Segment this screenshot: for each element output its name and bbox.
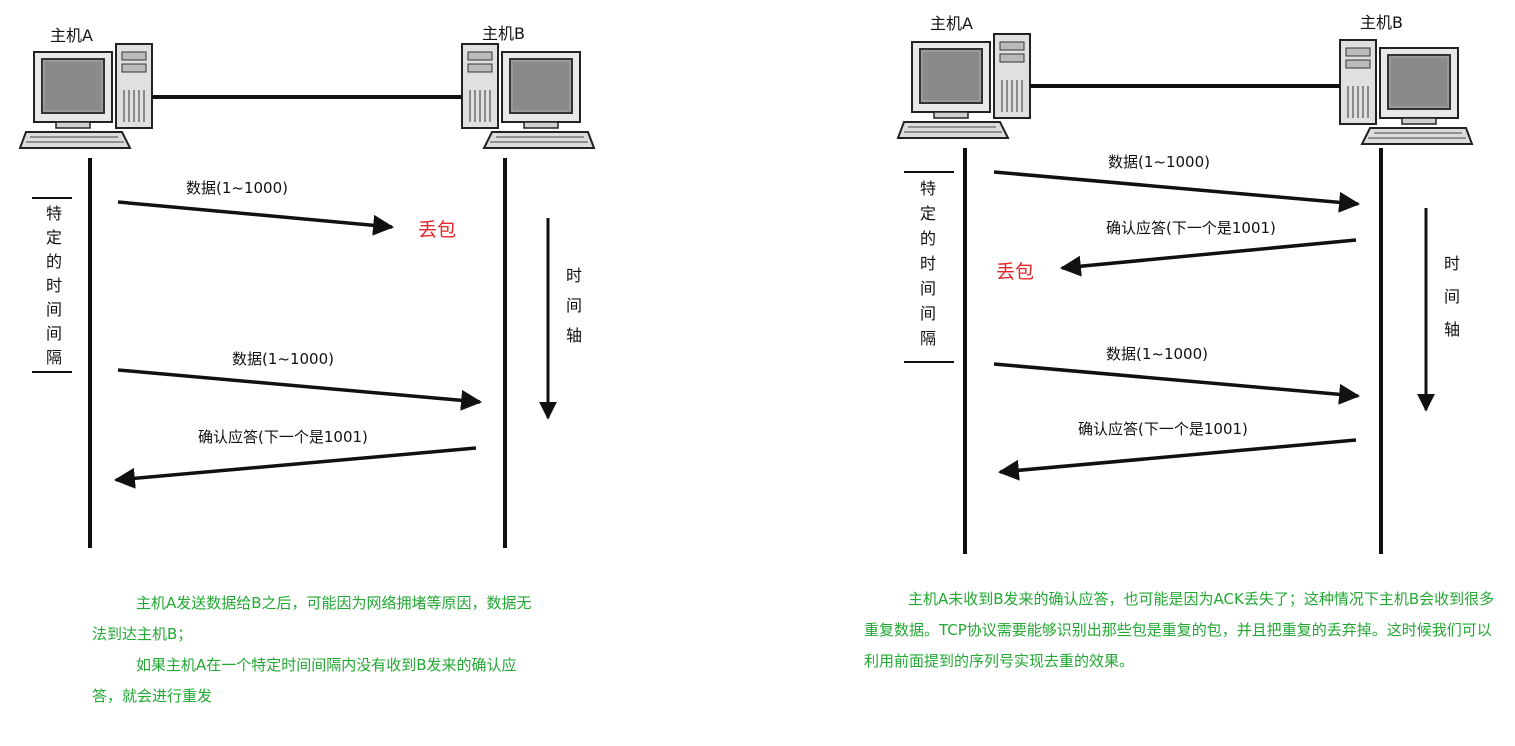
data-resend-arrow [994, 364, 1358, 396]
packet-loss-label: 丢包 [996, 261, 1034, 283]
left-caption-line-2: 如果主机A在一个特定时间间隔内没有收到B发来的确认应答，就会进行重发 [92, 650, 532, 712]
svg-text:间: 间 [920, 279, 936, 298]
host-b-computer-icon [462, 44, 594, 148]
data-lost-label: 数据(1~1000) [186, 179, 288, 197]
ack-lost-arrow [1062, 240, 1356, 268]
left-caption-line-1: 主机A发送数据给B之后，可能因为网络拥堵等原因，数据无法到达主机B； [92, 588, 532, 650]
ack-label: 确认应答(下一个是1001) [1078, 420, 1248, 438]
packet-loss-label: 丢包 [418, 219, 456, 241]
host-b-label: 主机B [482, 24, 525, 43]
svg-text:的: 的 [920, 229, 936, 248]
interval-label: 特 定 的 时 间 间 隔 [46, 204, 62, 367]
host-a-label: 主机A [50, 26, 93, 45]
data-resend-arrow [118, 370, 480, 402]
svg-text:隔: 隔 [920, 329, 936, 348]
svg-text:时: 时 [46, 276, 62, 295]
svg-text:轴: 轴 [1444, 320, 1460, 339]
right-sequence-diagram: 主机A 主机B 特 定 的 时 间 间 隔 时 间 轴 数据(1~1000) 确… [760, 0, 1515, 580]
svg-text:特: 特 [46, 204, 62, 223]
svg-text:定: 定 [46, 228, 62, 247]
svg-text:间: 间 [1444, 287, 1460, 306]
left-sequence-diagram: 主机A 主机B 特 定 的 时 间 间 隔 时 间 轴 数据(1~1000) 丢… [0, 0, 760, 580]
right-caption-text: 主机A未收到B发来的确认应答，也可能是因为ACK丢失了；这种情况下主机B会收到很… [864, 584, 1504, 677]
data-lost-arrow [118, 202, 392, 227]
ack-label: 确认应答(下一个是1001) [198, 428, 368, 446]
ack-arrow [1000, 440, 1356, 472]
svg-text:间: 间 [920, 304, 936, 323]
data-label: 数据(1~1000) [1108, 153, 1210, 171]
svg-text:时: 时 [566, 266, 582, 285]
time-axis-label: 时 间 轴 [566, 266, 582, 345]
interval-label: 特 定 的 时 间 间 隔 [920, 179, 936, 348]
data-resend-label: 数据(1~1000) [232, 350, 334, 368]
svg-text:时: 时 [920, 254, 936, 273]
svg-text:隔: 隔 [46, 348, 62, 367]
svg-text:特: 特 [920, 179, 936, 198]
data-arrow [994, 172, 1358, 204]
svg-text:间: 间 [566, 296, 582, 315]
svg-text:轴: 轴 [566, 326, 582, 345]
left-diagram-panel: 主机A 主机B 特 定 的 时 间 间 隔 时 间 轴 数据(1~1000) 丢… [0, 0, 760, 746]
host-a-computer-icon [898, 34, 1030, 138]
time-axis-label: 时 间 轴 [1444, 254, 1460, 339]
ack-lost-label: 确认应答(下一个是1001) [1106, 219, 1276, 237]
host-a-label: 主机A [930, 14, 973, 33]
left-caption: 主机A发送数据给B之后，可能因为网络拥堵等原因，数据无法到达主机B； 如果主机A… [92, 588, 532, 712]
right-caption: 主机A未收到B发来的确认应答，也可能是因为ACK丢失了；这种情况下主机B会收到很… [864, 584, 1504, 677]
host-b-label: 主机B [1360, 13, 1403, 32]
host-a-computer-icon [20, 44, 152, 148]
data-resend-label: 数据(1~1000) [1106, 345, 1208, 363]
svg-text:定: 定 [920, 204, 936, 223]
ack-arrow [116, 448, 476, 480]
svg-text:间: 间 [46, 324, 62, 343]
host-b-computer-icon [1340, 40, 1472, 144]
svg-text:的: 的 [46, 252, 62, 271]
right-diagram-panel: 主机A 主机B 特 定 的 时 间 间 隔 时 间 轴 数据(1~1000) 确… [760, 0, 1515, 746]
svg-text:间: 间 [46, 300, 62, 319]
svg-text:时: 时 [1444, 254, 1460, 273]
